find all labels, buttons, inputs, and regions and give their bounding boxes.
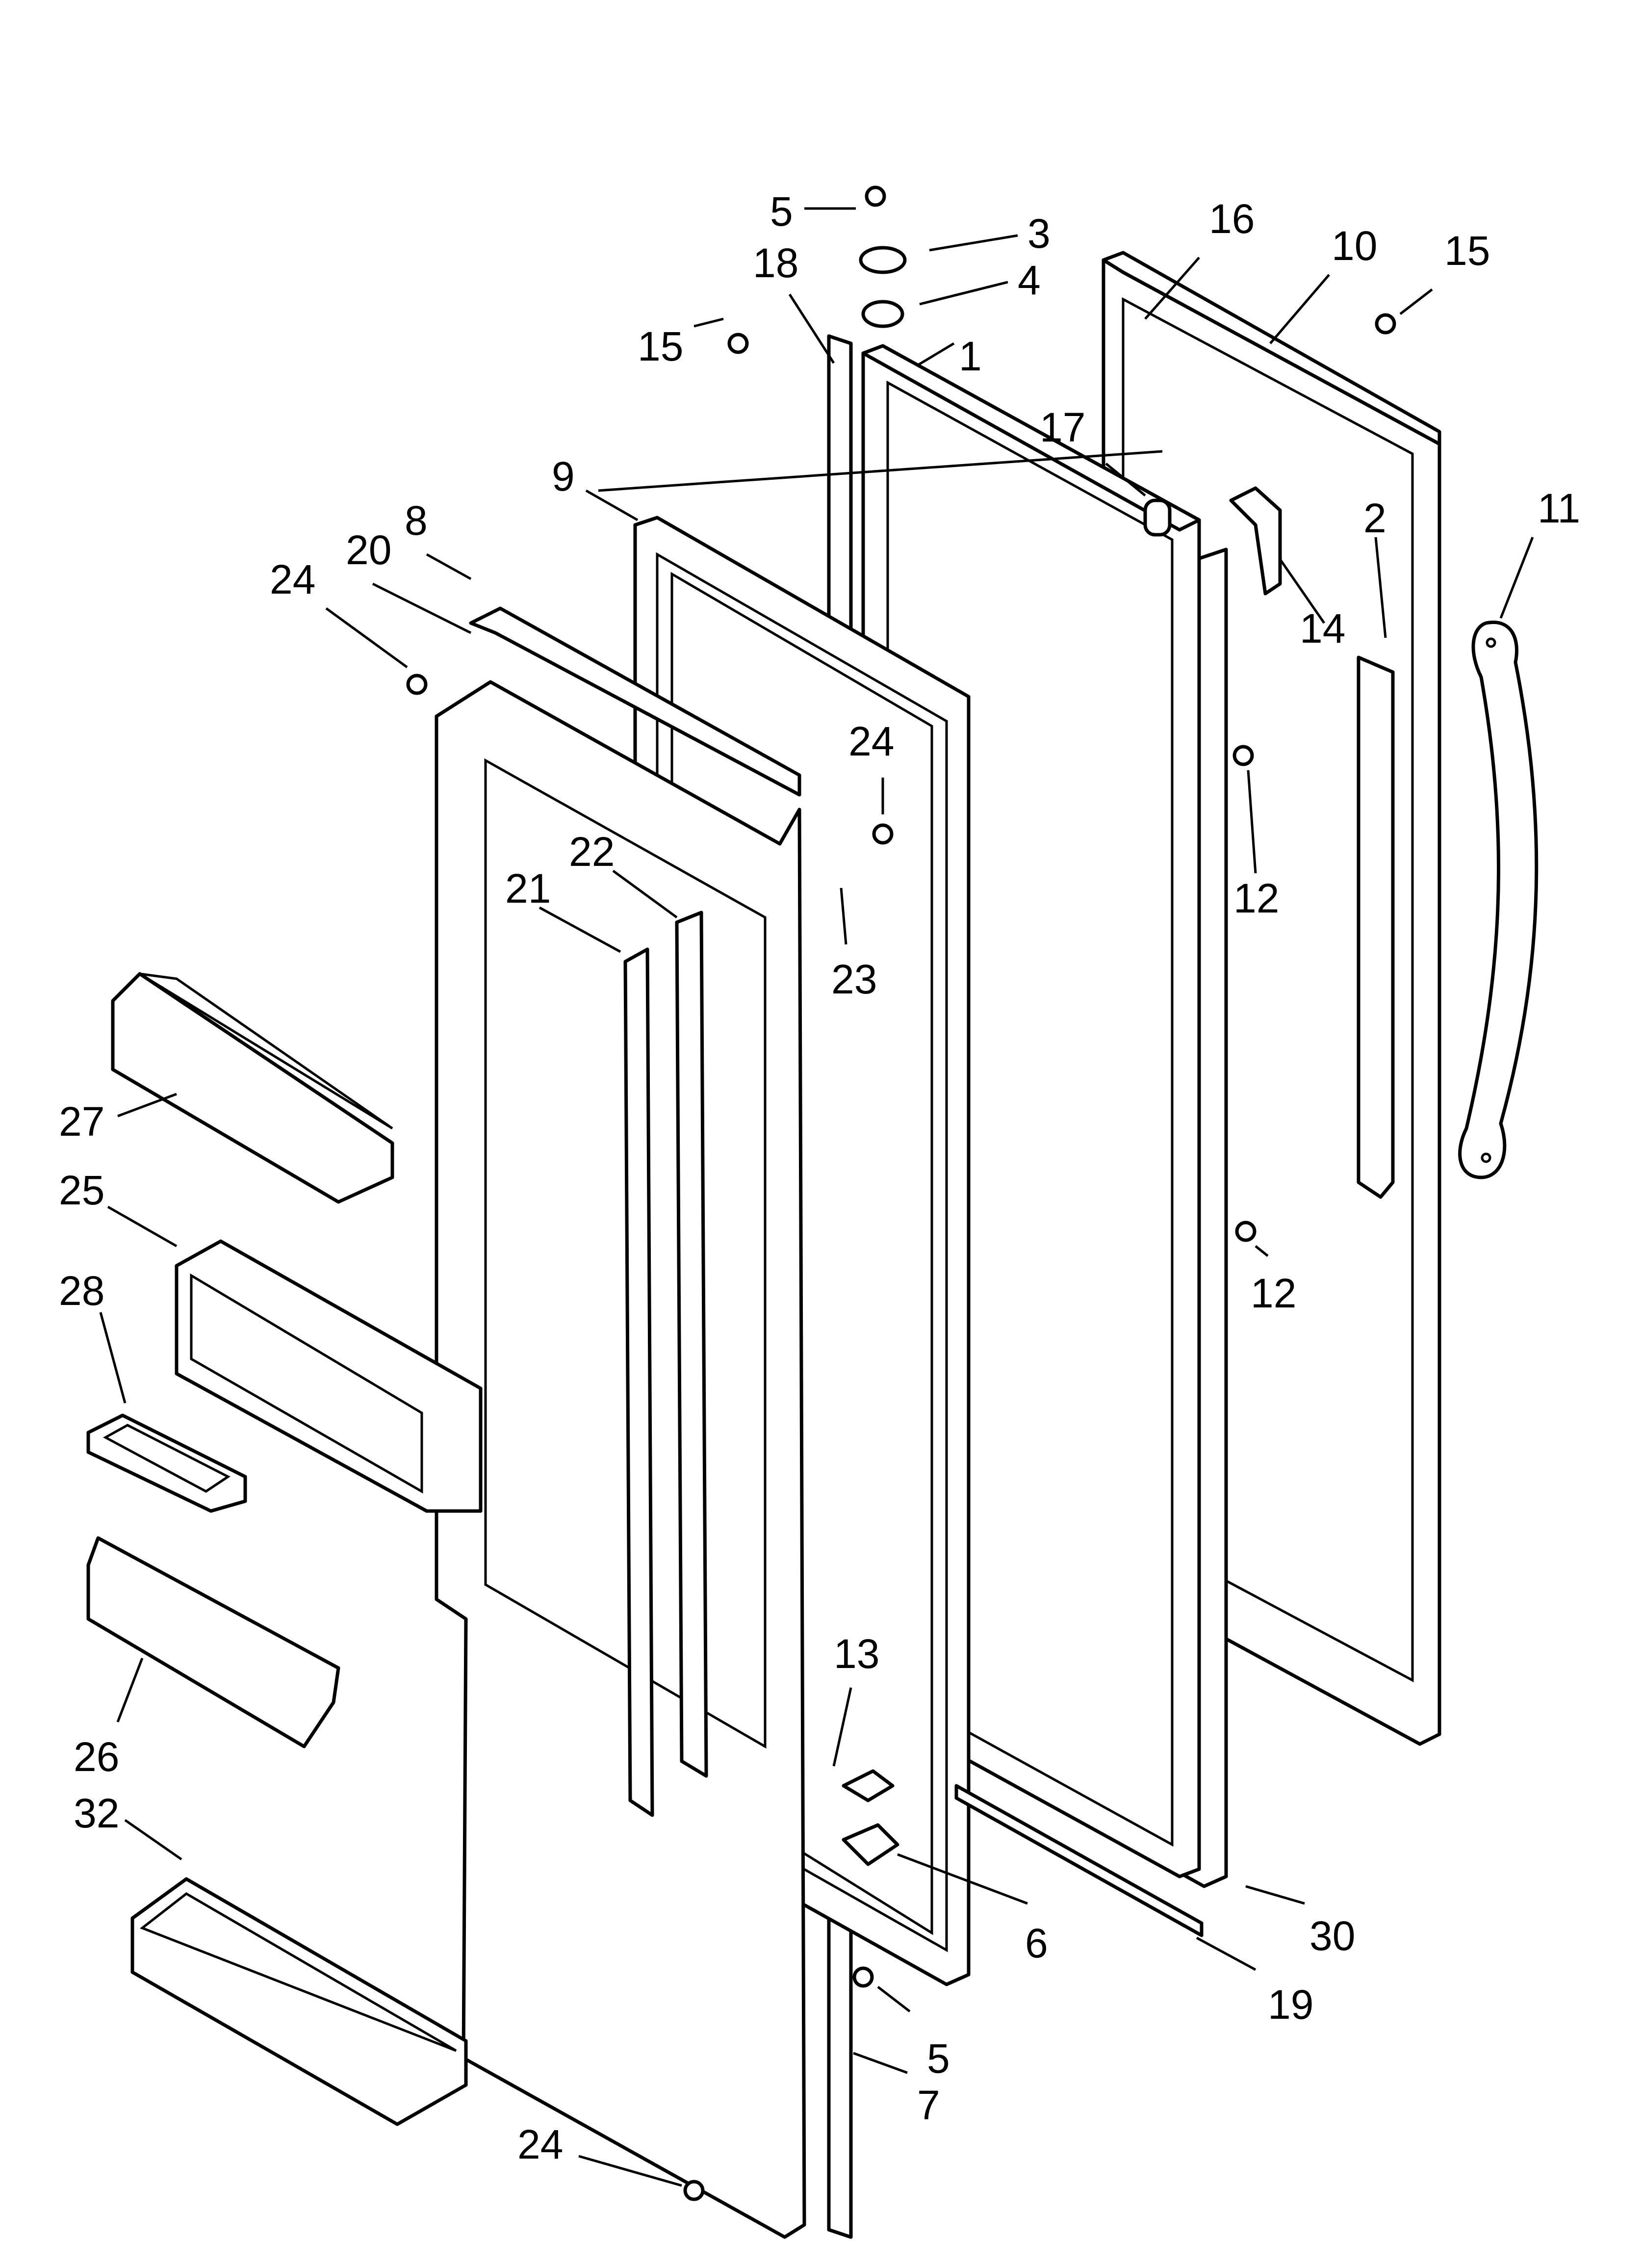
callout-label-12-bottom: 12	[1251, 1270, 1296, 1316]
handle-bracket-strip	[1357, 655, 1395, 1199]
callout-label-6: 6	[1025, 1920, 1048, 1966]
door-shelf-26	[86, 1536, 340, 1748]
bracket-14	[1229, 486, 1282, 596]
callout-label-20: 20	[346, 527, 391, 573]
callout-label-15-right: 15	[1444, 228, 1490, 274]
callout-label-26: 26	[74, 1734, 119, 1780]
callout-label-11: 11	[1538, 485, 1580, 531]
door-bin-32	[130, 1877, 468, 2126]
shelf-retainer-21	[623, 947, 654, 1817]
spacer-17	[1143, 498, 1172, 537]
callout-label-8: 8	[405, 497, 428, 544]
callout-label-3: 3	[1027, 210, 1051, 257]
callout-label-7: 7	[917, 2082, 940, 2128]
trim-strip-19	[954, 1784, 1204, 1937]
upper-hinge-plate	[859, 246, 907, 328]
callout-label-19: 19	[1268, 1981, 1313, 2028]
door-tray-28	[86, 1413, 247, 1513]
door-module-25	[175, 1239, 483, 1513]
door-handle	[1458, 621, 1539, 1179]
callout-label-2: 2	[1363, 495, 1386, 541]
callout-label-24-top: 24	[270, 556, 315, 602]
callout-label-4: 4	[1018, 257, 1041, 303]
callout-label-27: 27	[59, 1098, 104, 1145]
inner-door-liner	[435, 606, 806, 2239]
callout-label-23: 23	[831, 956, 877, 1002]
callout-label-21: 21	[505, 865, 551, 912]
callout-label-5-top: 5	[770, 188, 793, 235]
callout-label-16: 16	[1209, 196, 1255, 242]
lower-hinge	[842, 1769, 899, 1866]
callout-label-17: 17	[1040, 404, 1085, 450]
callout-label-18: 18	[753, 240, 798, 286]
callout-label-5-bottom: 5	[927, 2035, 950, 2082]
leader-lines	[99, 207, 1534, 2187]
callout-label-24-bottom: 24	[517, 2121, 563, 2167]
screw-icons	[406, 185, 1396, 2201]
callout-labels: 5 3 4 18 16 10 15 15 1 17 9 8 20 24 11 2…	[59, 188, 1580, 2167]
callout-label-32: 32	[74, 1790, 119, 1836]
callout-label-13: 13	[834, 1631, 879, 1677]
callout-label-10: 10	[1332, 223, 1377, 269]
callout-label-24-mid: 24	[848, 718, 894, 764]
callout-label-22: 22	[569, 829, 615, 875]
callout-label-30: 30	[1309, 1913, 1355, 1959]
callout-label-25: 25	[59, 1167, 104, 1213]
callout-label-12-top: 12	[1233, 875, 1279, 921]
callout-label-14: 14	[1300, 605, 1345, 652]
callout-label-9: 9	[552, 453, 575, 499]
door-bin-27	[111, 972, 394, 1204]
callout-label-1: 1	[959, 333, 982, 379]
callout-label-28: 28	[59, 1268, 104, 1314]
callout-label-15-left: 15	[638, 323, 683, 369]
shelf-retainer-22	[675, 911, 708, 1778]
